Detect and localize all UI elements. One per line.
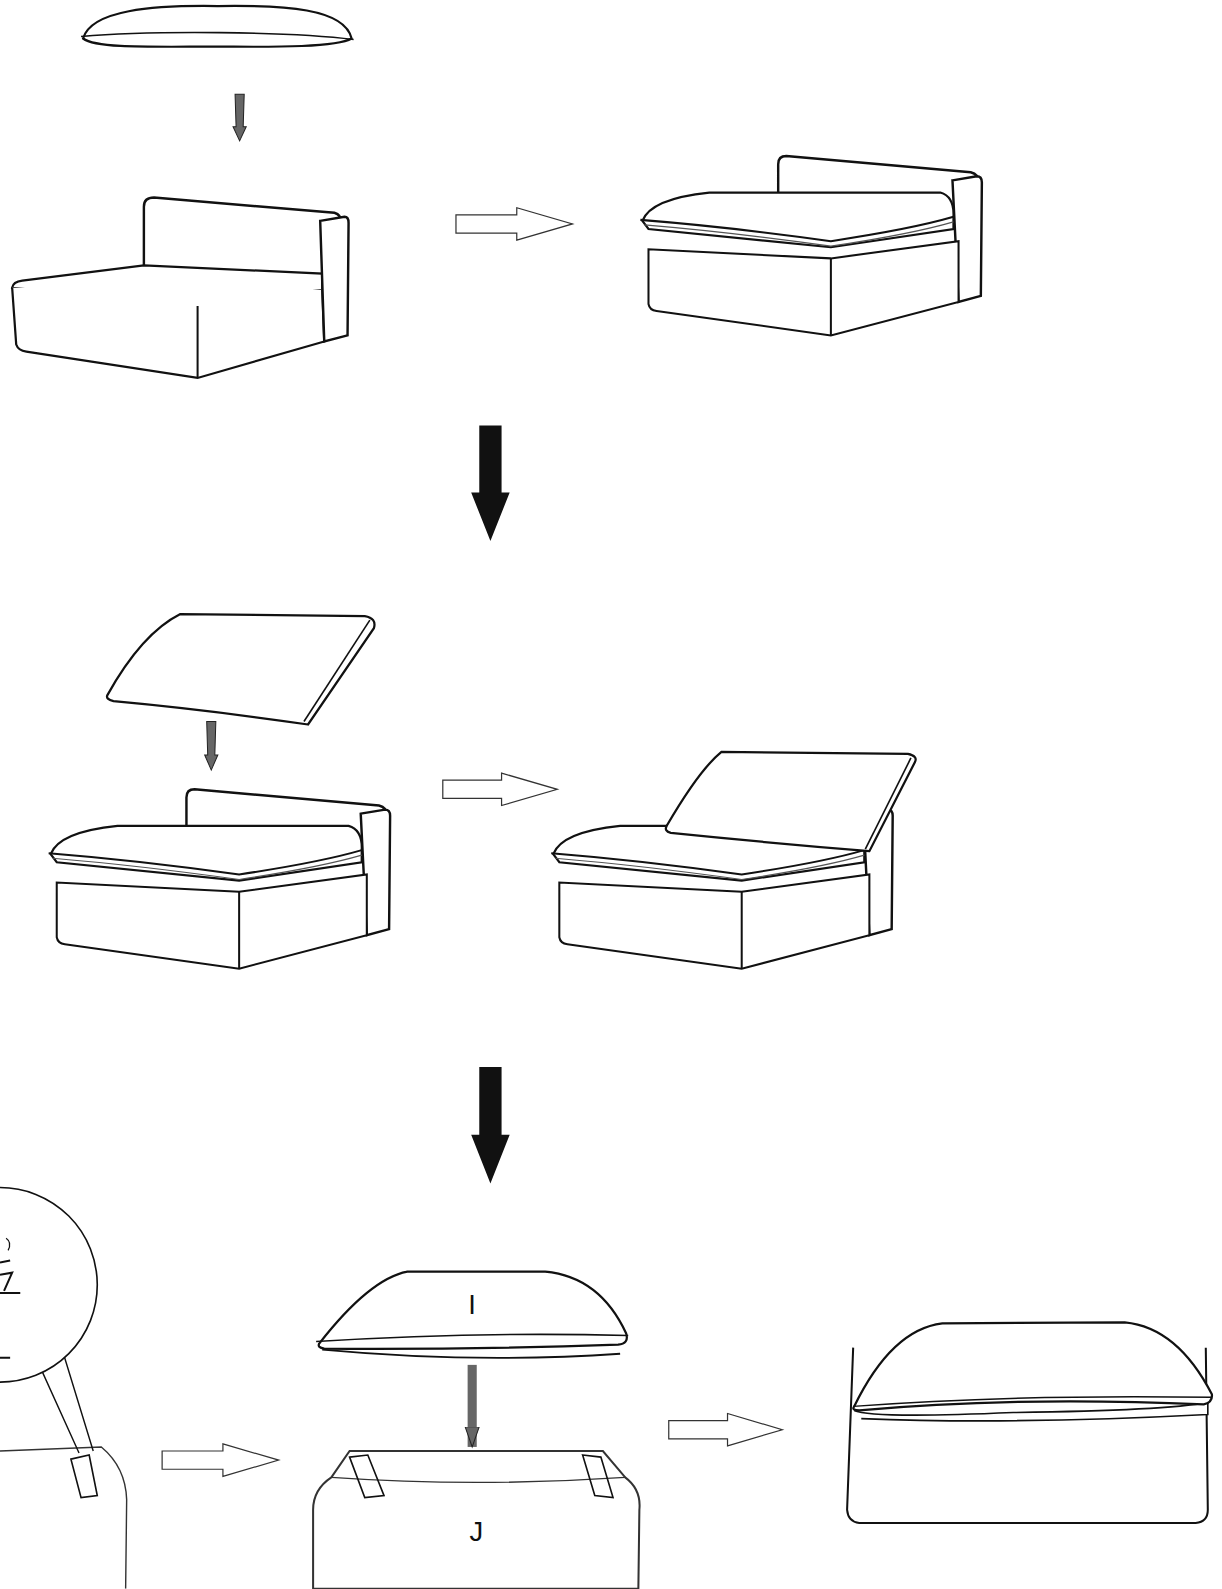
part-letter: I [314, 1291, 630, 1321]
assembled-ottoman [847, 1322, 1212, 1523]
back-cushion-placed [666, 752, 916, 851]
step-arrow [669, 1414, 782, 1446]
cushion-part: I [314, 1269, 630, 1365]
strap-detail-callout [0, 1188, 127, 1589]
module-with-seat [640, 156, 981, 335]
drop-arrow [468, 1365, 477, 1447]
outline-stroke [322, 1350, 620, 1358]
module-with-seat [49, 789, 390, 968]
part-letter: J [309, 1518, 643, 1548]
next-step-arrow [471, 1067, 510, 1184]
armless-module [12, 198, 348, 378]
step-arrow [443, 773, 557, 805]
outline-stroke [583, 1455, 613, 1498]
outline-stroke [316, 1334, 628, 1341]
outline-stroke [331, 1477, 625, 1482]
back-cushion [107, 614, 375, 724]
drop-arrow [205, 721, 218, 770]
base-part: J [309, 1447, 643, 1589]
drop-arrow [233, 94, 246, 141]
outline-stroke [350, 1455, 384, 1498]
next-step-arrow [471, 426, 510, 542]
seat-cushion [81, 6, 354, 47]
step-arrow [162, 1444, 279, 1476]
step-arrow [456, 208, 573, 240]
